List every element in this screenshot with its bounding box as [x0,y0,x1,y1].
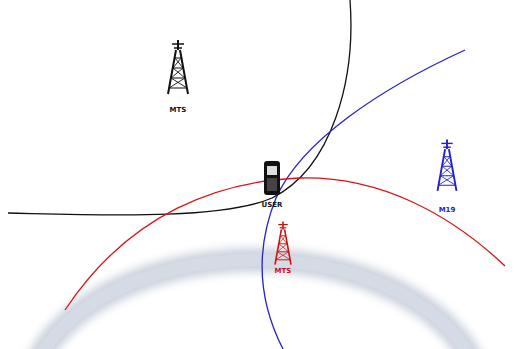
shadow-ring-core [27,260,483,349]
user-label: USER [262,202,283,209]
shadow-ring [27,260,483,349]
tower-icon [438,140,457,191]
phone-icon [264,161,280,195]
tower-label: MTS [170,107,187,114]
tower-icon [168,40,188,94]
tower-icon [275,221,291,264]
tower-label: M19 [439,207,456,214]
range-arc-red [65,178,505,310]
tower-label: MTS [275,268,292,275]
range-arc-black [8,0,351,215]
range-arc-blue [262,50,465,349]
